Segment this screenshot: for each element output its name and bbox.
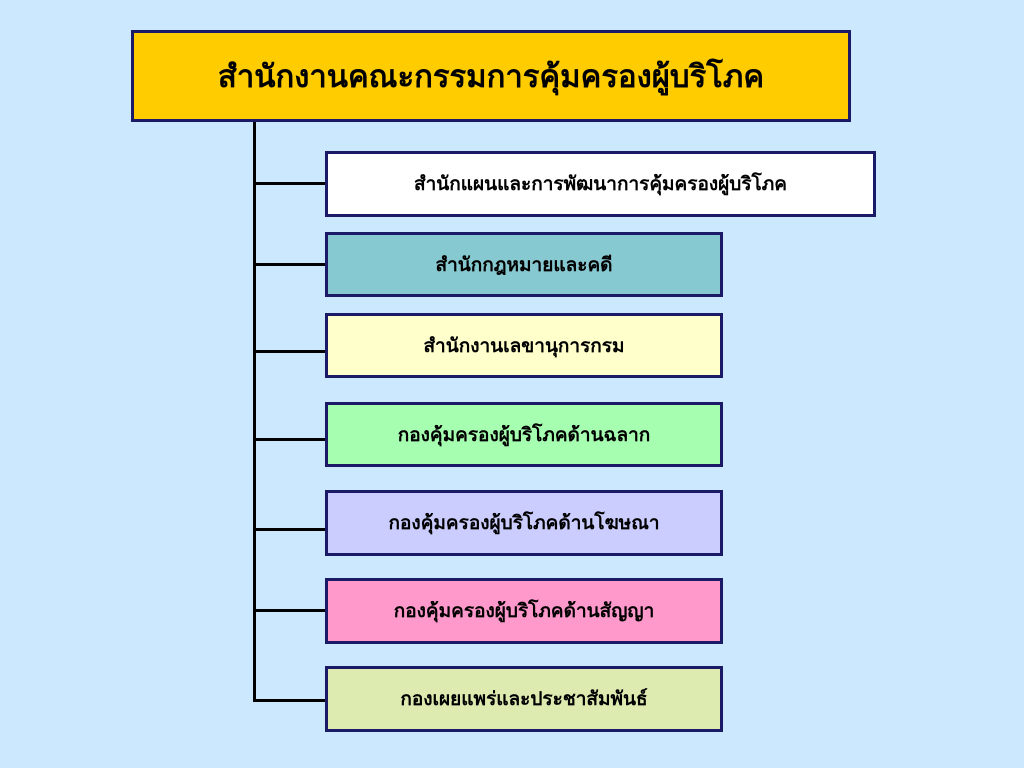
unit-box-planning: สำนักแผนและการพัฒนาการคุ้มครองผู้บริโภค [325, 151, 876, 217]
unit-label: สำนักกฎหมายและคดี [435, 253, 613, 276]
org-root-title: สำนักงานคณะกรรมการคุ้มครองผู้บริโภค [217, 59, 765, 95]
branch-line-2 [253, 263, 327, 266]
unit-box-secretariat: สำนักงานเลขานุการกรม [325, 313, 723, 378]
unit-box-advertising: กองคุ้มครองผู้บริโภคด้านโฆษณา [325, 490, 723, 556]
branch-line-1 [253, 182, 327, 185]
unit-label: กองเผยแพร่และประชาสัมพันธ์ [400, 688, 648, 710]
unit-label: สำนักงานเลขานุการกรม [423, 334, 625, 357]
branch-line-6 [253, 609, 327, 612]
unit-box-legal: สำนักกฎหมายและคดี [325, 232, 723, 297]
branch-line-4 [253, 438, 327, 441]
unit-box-public-relations: กองเผยแพร่และประชาสัมพันธ์ [325, 666, 723, 732]
branch-line-5 [253, 528, 327, 531]
unit-box-labeling: กองคุ้มครองผู้บริโภคด้านฉลาก [325, 402, 723, 467]
org-root-box: สำนักงานคณะกรรมการคุ้มครองผู้บริโภค [131, 30, 851, 122]
unit-label: สำนักแผนและการพัฒนาการคุ้มครองผู้บริโภค [414, 173, 787, 195]
branch-line-7 [253, 699, 327, 702]
org-trunk-line [253, 122, 256, 702]
branch-line-3 [253, 350, 327, 353]
unit-box-contracts: กองคุ้มครองผู้บริโภคด้านสัญญา [325, 578, 723, 644]
unit-label: กองคุ้มครองผู้บริโภคด้านฉลาก [397, 423, 651, 446]
unit-label: กองคุ้มครองผู้บริโภคด้านสัญญา [393, 600, 655, 622]
unit-label: กองคุ้มครองผู้บริโภคด้านโฆษณา [388, 512, 660, 534]
